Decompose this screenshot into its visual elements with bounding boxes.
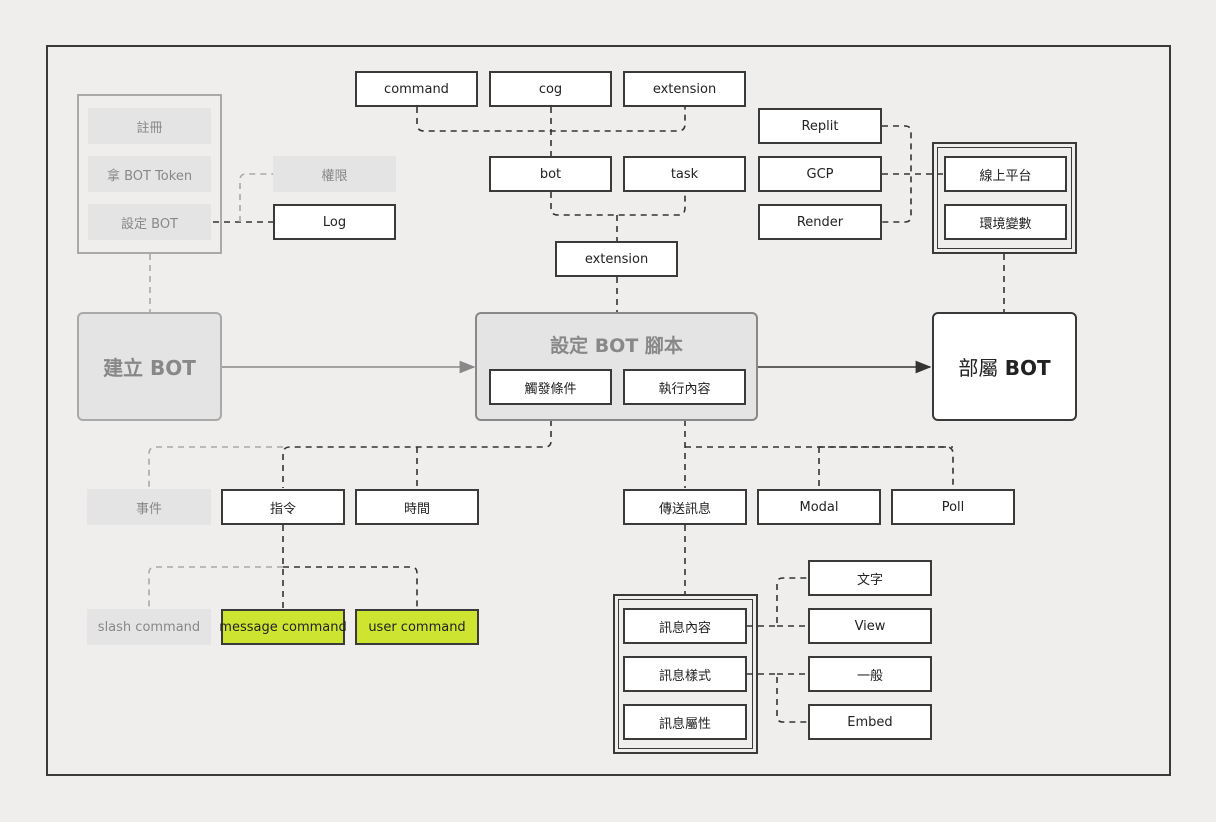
extension-top-node: extension xyxy=(623,71,746,107)
permission-node: 權限 xyxy=(273,156,396,192)
send-message-node: 傳送訊息 xyxy=(623,489,747,525)
line-bot-task xyxy=(550,192,686,216)
env-vars-node: 環境變數 xyxy=(944,204,1067,240)
cog-node: cog xyxy=(489,71,612,107)
line-platforms xyxy=(882,125,912,223)
line-trigger-branch xyxy=(282,420,552,488)
message-style-node: 訊息樣式 xyxy=(623,656,747,692)
log-node: Log xyxy=(273,204,396,240)
message-attr-node: 訊息屬性 xyxy=(623,704,747,740)
line-command-user xyxy=(283,566,418,608)
line-action-modal xyxy=(685,446,954,488)
line-style-branch xyxy=(747,673,808,723)
line-command-slash xyxy=(148,566,283,608)
line-trigger-event xyxy=(148,446,283,488)
deploy-bot-label: 部屬 BOT xyxy=(958,356,1051,380)
extension-node: extension xyxy=(555,241,678,277)
task-node: task xyxy=(623,156,746,192)
replit-node: Replit xyxy=(758,108,882,144)
message-command-node: message command xyxy=(219,609,347,645)
deploy-bot-node: 部屬 BOT xyxy=(932,312,1077,421)
online-platform-node: 線上平台 xyxy=(944,156,1067,192)
poll-node: Poll xyxy=(891,489,1015,525)
line-content-branch xyxy=(747,577,808,627)
view-node: View xyxy=(808,608,932,644)
render-node: Render xyxy=(758,204,882,240)
create-bot-label: 建立 BOT xyxy=(103,356,196,380)
text-node: 文字 xyxy=(808,560,932,596)
script-title: 設定 BOT 腳本 xyxy=(550,335,683,357)
action-node: 執行內容 xyxy=(623,369,746,405)
get-token-node: 拿 BOT Token xyxy=(88,156,211,192)
user-command-node: user command xyxy=(355,609,479,645)
command-node: command xyxy=(355,71,478,107)
embed-node: Embed xyxy=(808,704,932,740)
set-bot-node: 設定 BOT xyxy=(88,204,211,240)
diagram-frame xyxy=(46,45,1171,776)
gcp-node: GCP xyxy=(758,156,882,192)
event-node: 事件 xyxy=(87,489,211,525)
modal-node: Modal xyxy=(757,489,881,525)
message-content-node: 訊息內容 xyxy=(623,608,747,644)
register-node: 註冊 xyxy=(88,108,211,144)
create-bot-node: 建立 BOT xyxy=(77,312,222,421)
normal-node: 一般 xyxy=(808,656,932,692)
trigger-node: 觸發條件 xyxy=(489,369,612,405)
line-log-permission xyxy=(239,173,273,222)
time-node: 時間 xyxy=(355,489,479,525)
slash-command-node: slash command xyxy=(87,609,211,645)
command-trigger-node: 指令 xyxy=(221,489,345,525)
bot-node: bot xyxy=(489,156,612,192)
